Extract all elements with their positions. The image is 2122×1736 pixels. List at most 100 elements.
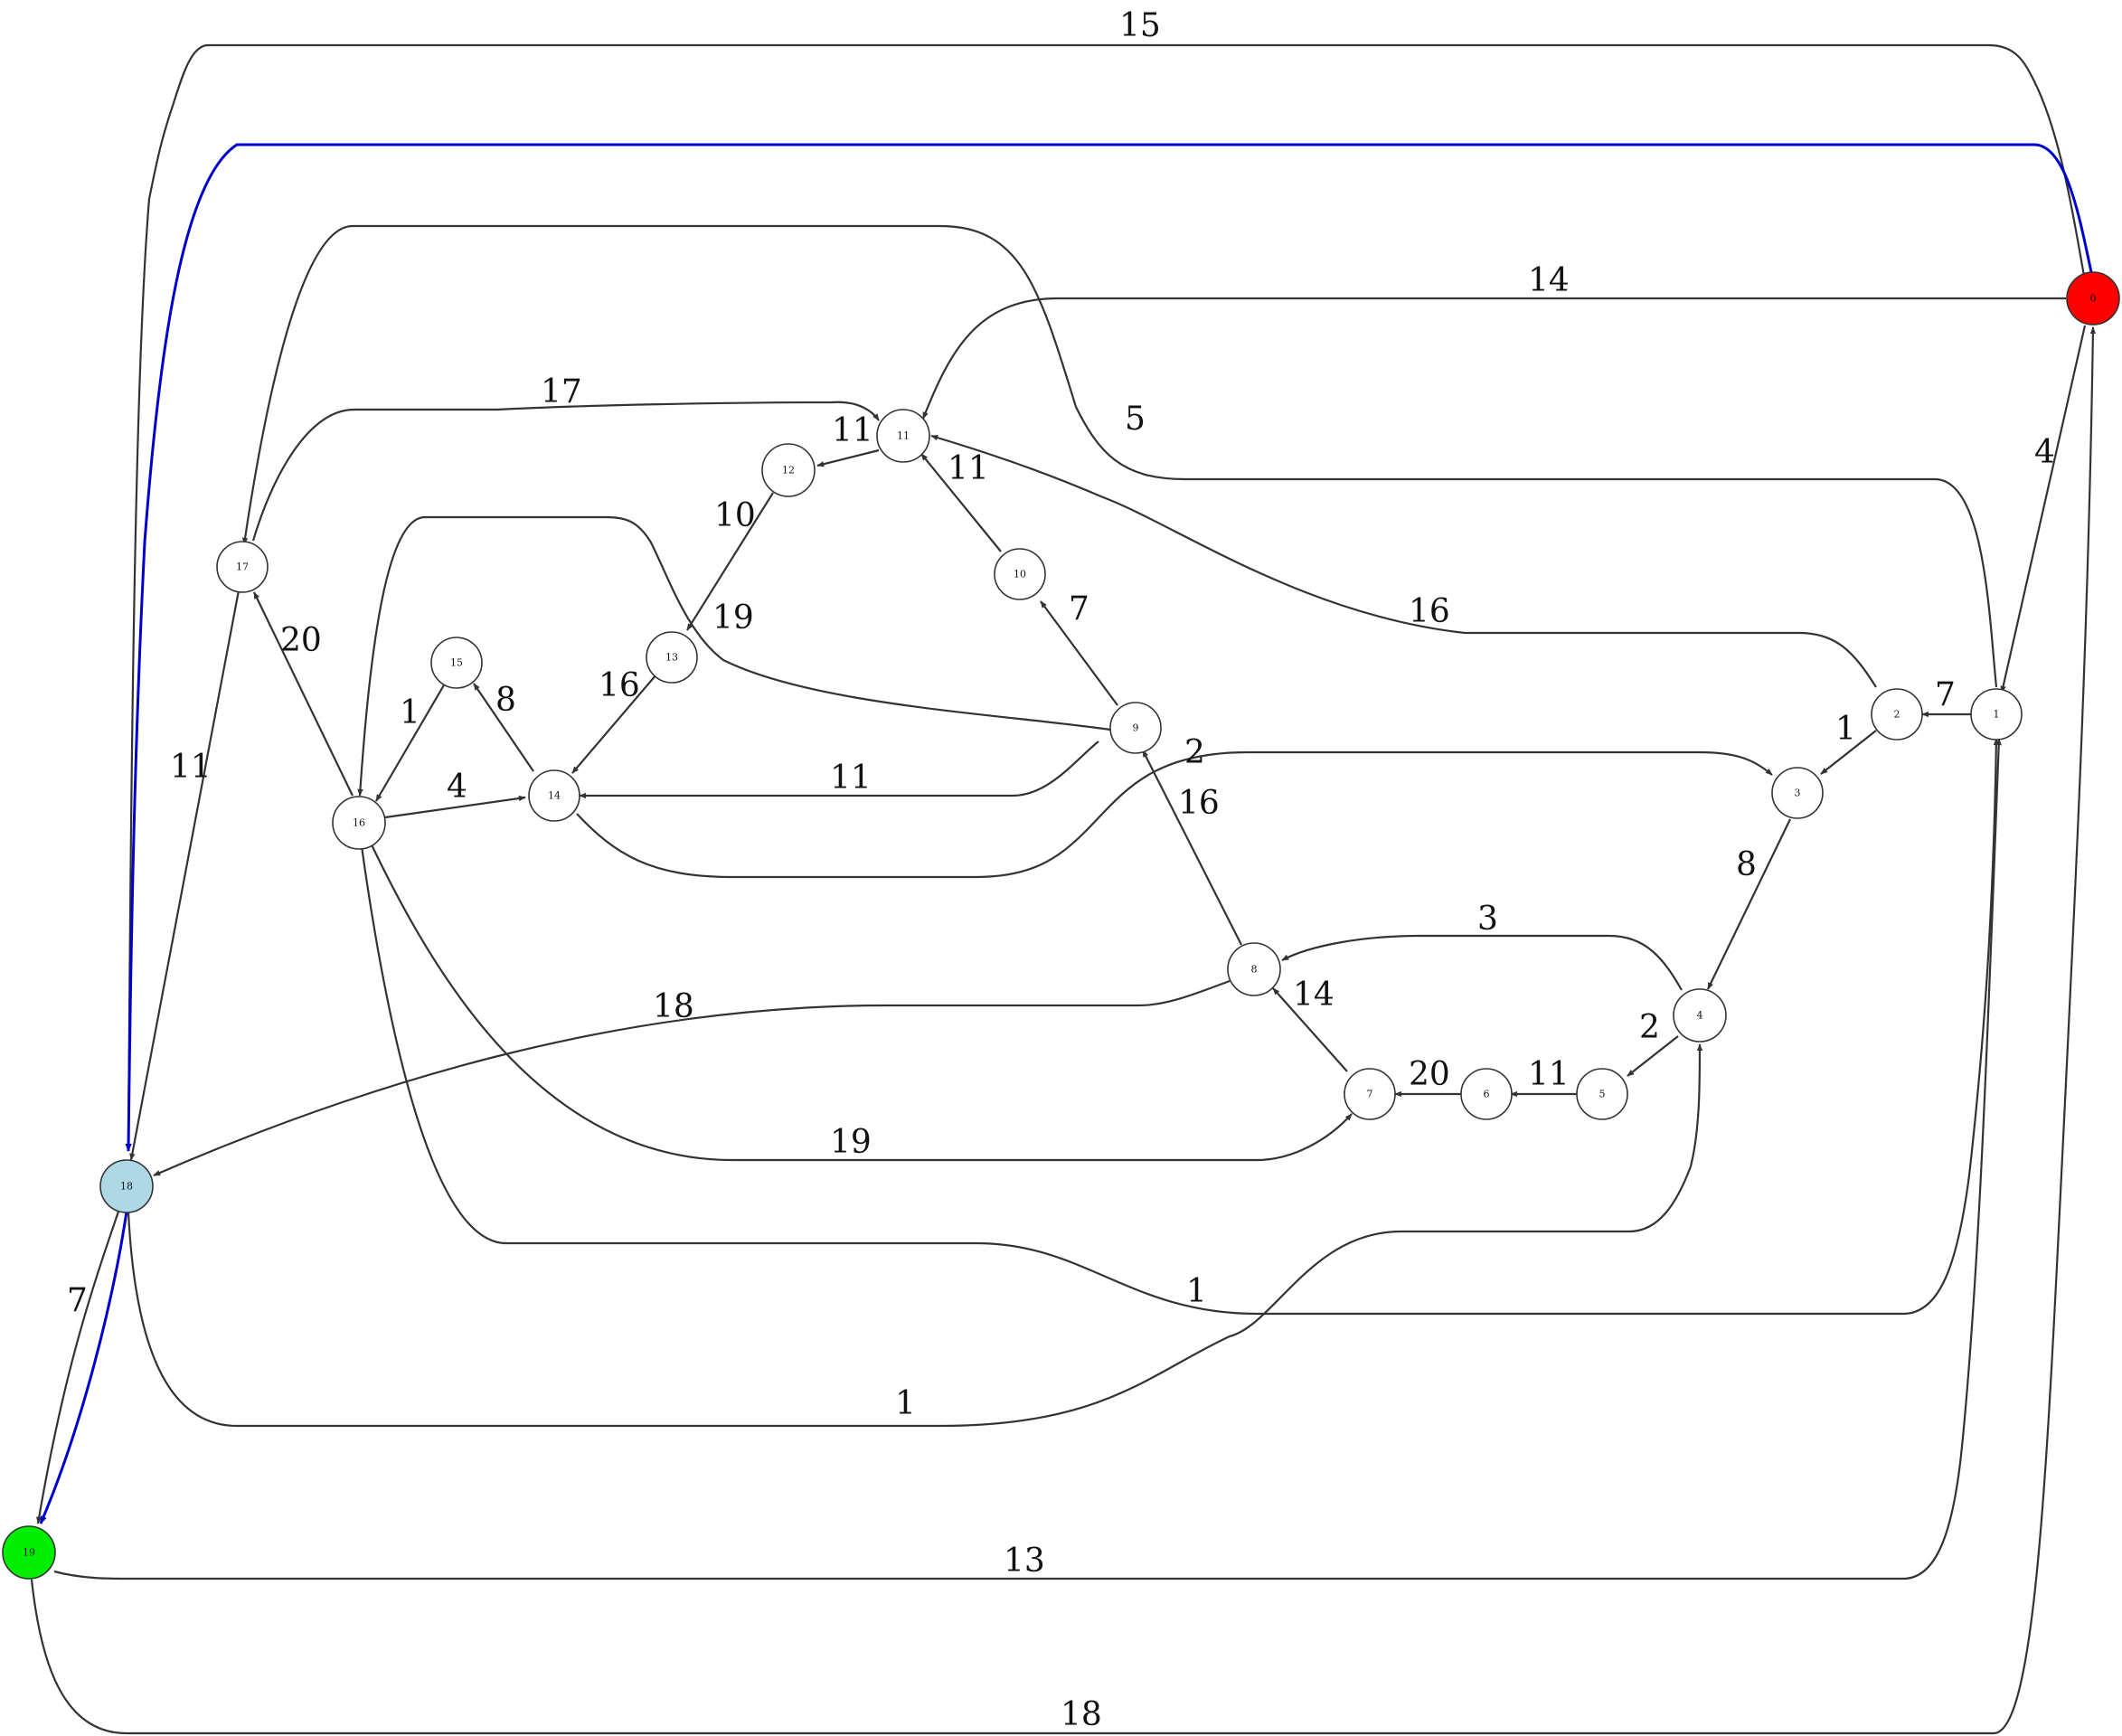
node-label-4: 4 [1697,1010,1703,1022]
node-circle-14 [528,769,580,822]
edge-9-14-w11 [579,741,1099,799]
node-label-14: 14 [548,790,561,802]
node-17: 17 [216,541,269,593]
node-circle-2 [1871,688,1923,741]
node-circle-10 [994,548,1046,600]
node-circle-5 [1576,1068,1628,1120]
node-label-19: 19 [23,1547,35,1559]
node-0: 0 [2066,271,2120,326]
node-label-7: 7 [1367,1089,1373,1100]
edges-layer: 15 14 4 5 7 16 1 8 3 2 11 [30,7,2097,1735]
edge-14-15-w8 [473,683,534,772]
edge-8-9-w16 [1142,750,1242,946]
edge-11-12-w11 [816,448,880,467]
node-label-2: 2 [1894,709,1900,721]
edge-label-5-6: 11 [1528,1056,1570,1093]
node-circle-11 [876,409,930,463]
edge-label-13-14: 16 [599,667,640,704]
edge-label-3-4: 8 [1736,846,1757,883]
edge-15-16-w1 [375,683,446,802]
edge-label-6-7: 20 [1409,1056,1450,1093]
edge-2-11-w16 [930,434,1877,688]
node-circle-0 [2066,271,2120,326]
node-circle-6 [1460,1068,1513,1120]
edge-label-15-16: 1 [400,694,420,731]
edge-label-16-1: 1 [1186,1273,1207,1310]
edge-label-10-11: 11 [948,450,989,487]
edge-label-18-4: 1 [895,1385,916,1422]
edge-2-3-w1 [1820,730,1877,775]
node-label-18: 18 [120,1181,133,1193]
node-label-5: 5 [1599,1089,1606,1100]
node-15: 15 [430,637,483,689]
node-label-0: 0 [2090,293,2097,305]
edge-label-18-19: 7 [67,1282,88,1319]
node-label-15: 15 [450,657,463,669]
node-circle-16 [332,796,386,850]
edge-label-16-7: 19 [830,1124,872,1161]
node-label-13: 13 [665,652,678,664]
edge-17-18-w11 [129,590,240,1161]
node-circle-19 [2,1525,56,1580]
node-label-12: 12 [782,465,795,476]
edge-19-0-w18 [30,326,2097,1735]
node-14: 14 [528,769,580,822]
edge-label-16-17: 20 [280,622,322,659]
edge-label-17-18: 11 [170,749,212,786]
edge-label-0-11: 14 [1528,262,1570,299]
node-9: 9 [1109,702,1162,754]
node-label-16: 16 [353,817,365,829]
edge-17-11-w17 [251,401,880,542]
node-circle-15 [430,637,483,689]
node-label-9: 9 [1133,722,1139,734]
node-circle-9 [1109,702,1162,754]
node-label-1: 1 [1994,709,2000,721]
edge-label-16-14: 4 [447,769,467,806]
node-3: 3 [1771,767,1824,819]
edge-0-18-w15 [125,43,2086,1152]
edge-label-1-17: 5 [1125,401,1146,438]
node-circle-13 [646,631,698,684]
edge-16-7-w19 [368,838,1353,1162]
edge-16-14-w4 [384,795,526,819]
node-7: 7 [1344,1068,1396,1120]
node-2: 2 [1871,688,1923,741]
edge-label-9-10: 7 [1069,590,1089,627]
node-label-8: 8 [1251,964,1258,976]
node-circle-12 [761,443,816,497]
edge-label-19-1: 13 [1004,1543,1045,1580]
edge-label-14-15: 8 [495,682,516,719]
edge-label-8-9: 16 [1178,785,1220,822]
node-8: 8 [1227,942,1281,996]
node-label-17: 17 [236,561,249,573]
edge-9-10-w7 [1040,600,1118,706]
edge-label-8-18: 18 [653,988,694,1025]
edge-7-8-w14 [1272,987,1348,1072]
edge-9-16-w19 [357,515,1111,797]
edge-label-9-16: 19 [712,599,754,637]
edge-label-17-11: 17 [541,373,582,410]
edge-18-19-w7 [36,1211,120,1524]
node-circle-4 [1673,988,1727,1043]
edge-label-4-5: 2 [1639,1009,1660,1046]
node-16: 16 [332,796,386,850]
node-circle-3 [1771,767,1824,819]
edge-3-4-w8 [1707,818,1791,990]
node-circle-8 [1227,942,1281,996]
edge-8-18-w18 [153,979,1231,1177]
node-13: 13 [646,631,698,684]
node-19: 19 [2,1525,56,1580]
edge-label-14-3: 2 [1184,734,1205,771]
edge-label-2-11: 16 [1409,593,1450,630]
edge-label-19-0: 18 [1061,1696,1102,1733]
edge-0-18-highlight [125,143,2093,1152]
node-10: 10 [994,548,1046,600]
edge-13-14-w16 [571,674,657,774]
node-12: 12 [761,443,816,497]
node-5: 5 [1576,1068,1628,1120]
edge-label-7-8: 14 [1293,976,1335,1014]
edge-4-5-w2 [1627,1035,1679,1077]
node-circle-18 [99,1159,154,1213]
edge-label-0-1: 4 [2034,434,2055,471]
node-18: 18 [99,1159,154,1213]
